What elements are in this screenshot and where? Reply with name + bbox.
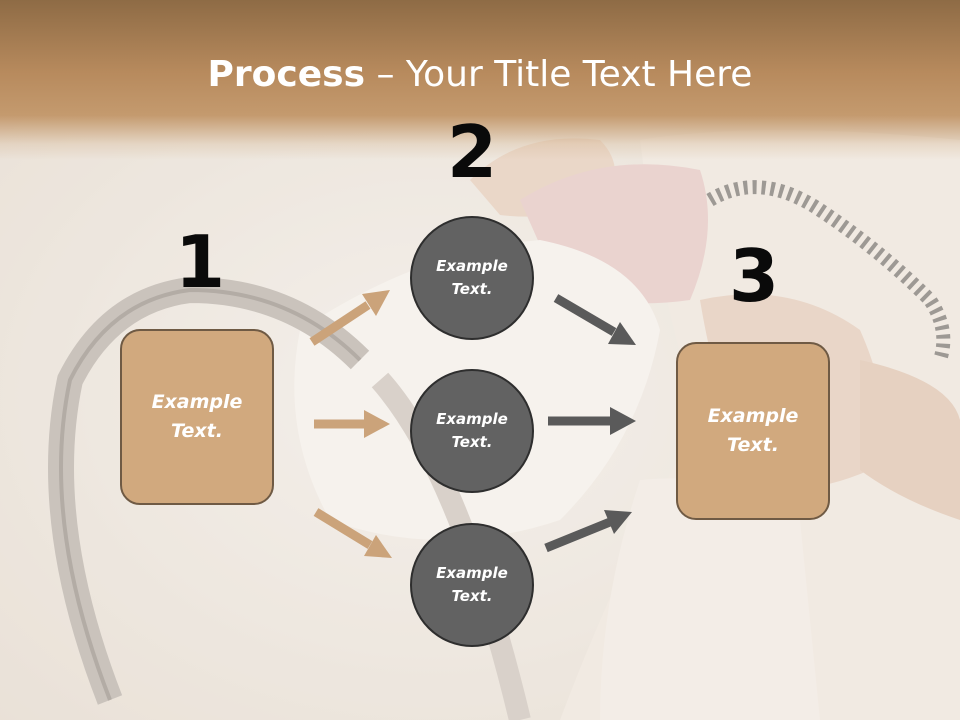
- step3-box-text: Example Text.: [707, 405, 799, 456]
- step2-circle-bottom-text: Example Text.: [436, 564, 508, 605]
- arrow-box1-to-circle-top: [309, 290, 390, 346]
- step2-circle-top-text: Example Text.: [436, 257, 508, 298]
- step2-circle-bottom: Example Text.: [410, 523, 534, 647]
- arrow-box1-to-circle-mid: [314, 410, 390, 438]
- arrow-circle-mid-to-box3: [548, 407, 636, 435]
- arrow-circle-top-to-box3: [553, 294, 636, 345]
- step-number-3: 3: [728, 234, 780, 318]
- step-number-2: 2: [446, 110, 498, 194]
- step1-box-text: Example Text.: [151, 391, 243, 442]
- step1-box: Example Text.: [120, 329, 274, 505]
- step3-box: Example Text.: [676, 342, 830, 520]
- title-bold: Process: [207, 54, 366, 95]
- arrow-box1-to-circle-bottom: [313, 508, 392, 558]
- step2-circle-middle: Example Text.: [410, 369, 534, 493]
- step-number-1: 1: [174, 220, 226, 304]
- title-band: [0, 0, 960, 160]
- step2-circle-middle-text: Example Text.: [436, 410, 508, 451]
- title-rest: – Your Title Text Here: [365, 54, 753, 95]
- slide-title: Process – Your Title Text Here: [0, 52, 960, 98]
- arrow-circle-bottom-to-box3: [544, 510, 632, 553]
- step2-circle-top: Example Text.: [410, 216, 534, 340]
